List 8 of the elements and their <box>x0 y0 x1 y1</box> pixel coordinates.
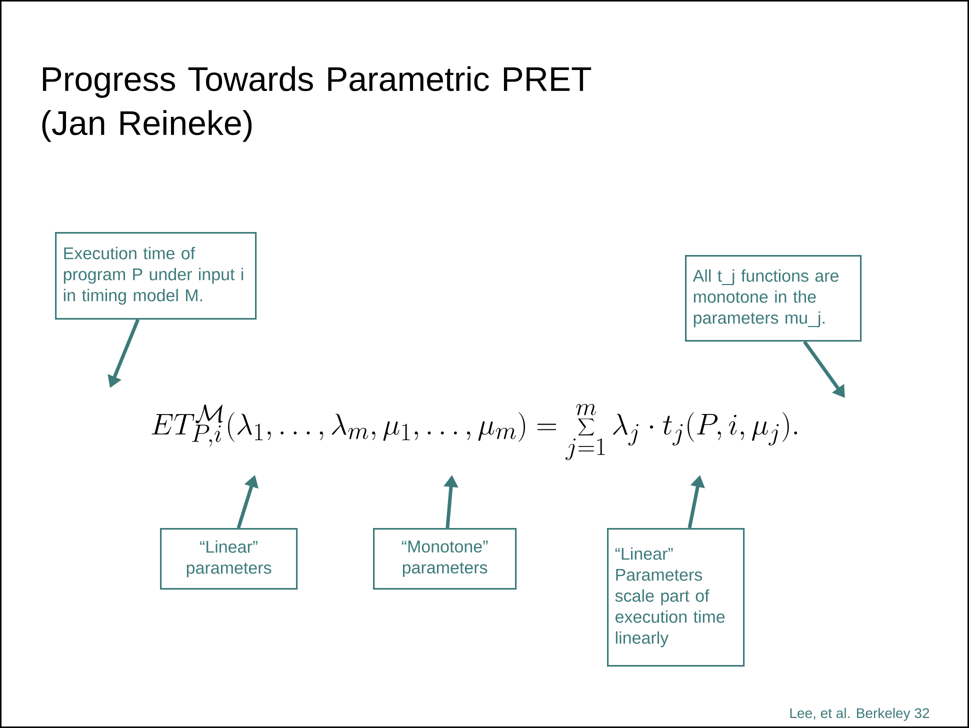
callout-box: “Linear” Parameters scale part of execution time linearly <box>607 528 745 667</box>
callout-box: All t_j functions are monotone in the parameters mu_j. <box>685 254 862 342</box>
callout-box: “Monotone” parameters <box>373 528 517 590</box>
footer-text: Lee, et al. Berkeley 32 <box>790 708 930 721</box>
callout-box: Execution time of program P under input i in timing model M. <box>55 232 257 320</box>
slide-title: Progress Towards Parametric PRET (Jan Reineke) <box>42 66 592 142</box>
equation: $ET^{\mathcal{M}}_{P,i}(\lambda_1,\ldots,\lambda_m,\mu_1,\ldots,\mu_m)=\sum_{j=1}^{m}\lambda_j\cdot t_j(P,i,\mu_j).$ <box>152 404 798 460</box>
callout-box: “Linear” parameters <box>160 528 298 590</box>
